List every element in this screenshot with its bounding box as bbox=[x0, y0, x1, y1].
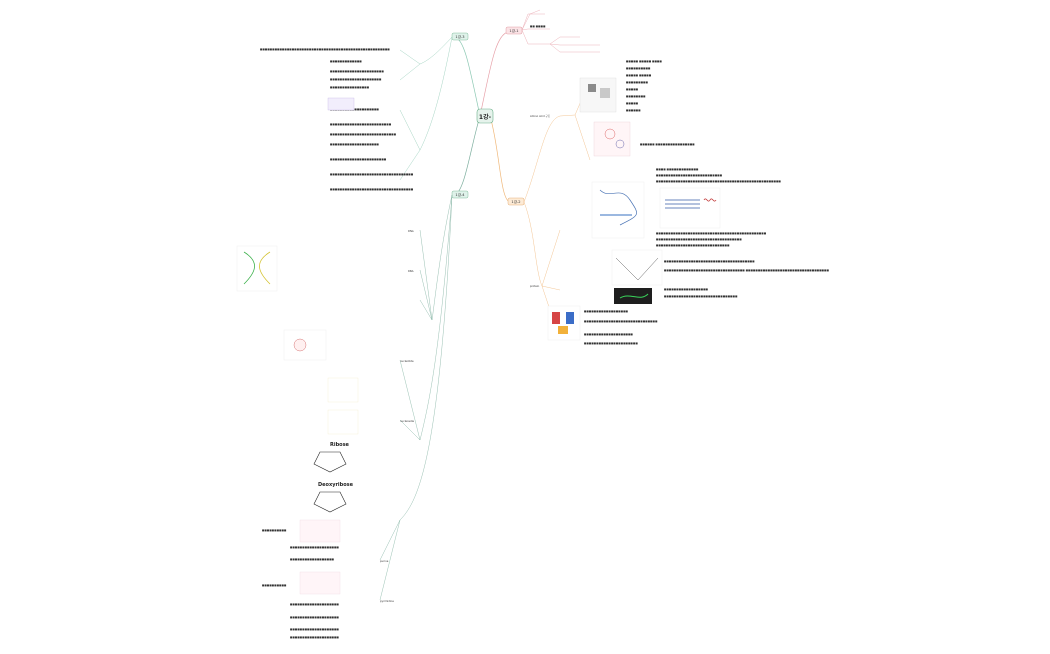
aggregate-figure bbox=[614, 288, 652, 304]
svg-text:■■■■■■■■■■■■■■■■■■■■■■■■■■■: ■■■■■■■■■■■■■■■■■■■■■■■■■■■ bbox=[656, 174, 723, 177]
ribose-figure: Ribose bbox=[313, 442, 350, 473]
branch-3-label: 1강-3 bbox=[455, 34, 464, 39]
svg-text:■■■■■■■■■■■■■■■■■■■■: ■■■■■■■■■■■■■■■■■■■■ bbox=[584, 333, 634, 336]
deoxyribose-figure: Deoxyribose bbox=[313, 482, 354, 513]
folding-list: ■■■■■■■■■■■■■■■■■■■■■■■■■■■■■■■■■■■■■ ■■… bbox=[664, 260, 830, 298]
svg-text:■■■■■■■■■■■■■■■■■■■■: ■■■■■■■■■■■■■■■■■■■■ bbox=[290, 546, 340, 549]
svg-text:■■■■■ ■■■■■: ■■■■■ ■■■■■ bbox=[626, 74, 652, 77]
central-node[interactable]: 1강- bbox=[476, 108, 494, 124]
deoxyribose-title: Deoxyribose bbox=[318, 482, 354, 488]
top-left-note-box bbox=[327, 97, 355, 111]
svg-text:■■■■■■■■■■■■■■■■■■■■: ■■■■■■■■■■■■■■■■■■■■ bbox=[330, 108, 380, 111]
amino-acid-figure bbox=[579, 77, 617, 113]
left-list-bottom: ■■■■■■■■■■ ■■■■■■■■■■ ■■■■■■■■■■■■■■■■■■… bbox=[262, 529, 340, 639]
svg-text:■■■■■■■■■■■■■■■■■■■■■■■■■■■■■■: ■■■■■■■■■■■■■■■■■■■■■■■■■■■■■■■■■■■■■■■■… bbox=[656, 232, 767, 235]
svg-text:■■■■■■■■■■■■■■■■■■■■: ■■■■■■■■■■■■■■■■■■■■ bbox=[290, 603, 340, 606]
pyrimidine-figure bbox=[299, 571, 341, 595]
branch-2[interactable]: 1강-2 bbox=[507, 197, 525, 206]
amino-list: ■■■■■ ■■■■■ ■■■■ ■■■■■■■■■■ ■■■■■ ■■■■■ … bbox=[626, 60, 695, 146]
svg-text:■■■■■■■■■■■■■■■■■■■■■■: ■■■■■■■■■■■■■■■■■■■■■■ bbox=[330, 70, 384, 73]
svg-text:■■■■■■■■■■■■■■■■■■■■: ■■■■■■■■■■■■■■■■■■■■ bbox=[330, 143, 380, 146]
svg-text:■■■■■■■■■■■■■■■■■■■■: ■■■■■■■■■■■■■■■■■■■■ bbox=[290, 628, 340, 631]
svg-text:■■■■■■■■■■■■■■■■■■■■■■: ■■■■■■■■■■■■■■■■■■■■■■ bbox=[584, 342, 638, 345]
helix-sheet-figure bbox=[659, 187, 721, 229]
nucleoside-figure-1 bbox=[327, 377, 359, 403]
svg-text:■■■■■■: ■■■■■■ bbox=[626, 109, 641, 112]
svg-text:■■■■■■■■■: ■■■■■■■■■ bbox=[626, 81, 649, 84]
svg-text:■■■■■■■■■■■■■■■■■■■■■■■■■■■■■■: ■■■■■■■■■■■■■■■■■■■■■■■■■■■■■■■■■■■■■■■■… bbox=[656, 180, 782, 183]
svg-text:■■■■ ■■■■■■■■■■■■■: ■■■■ ■■■■■■■■■■■■■ bbox=[656, 168, 699, 171]
svg-text:■■■■■■■■■■: ■■■■■■■■■■ bbox=[262, 584, 287, 587]
ribose-title: Ribose bbox=[330, 442, 350, 448]
purine-figure bbox=[299, 519, 341, 543]
svg-text:■■■■■■■■■■■■■■■■■■: ■■■■■■■■■■■■■■■■■■ bbox=[664, 288, 709, 291]
svg-text:■■■■■■■■■■■■■■■■■■: ■■■■■■■■■■■■■■■■■■ bbox=[584, 310, 629, 313]
svg-text:■■■■■■■■■■■■■■■■■■■■■■■■■■■■■■: ■■■■■■■■■■■■■■■■■■■■■■■■■■■■■■■■■■ bbox=[330, 173, 414, 176]
pyrimidine-label: pyrimidine bbox=[380, 599, 394, 603]
svg-text:■■■■■■■■■■■■■■■■■■■■■: ■■■■■■■■■■■■■■■■■■■■■ bbox=[330, 78, 382, 81]
branch-3[interactable]: 1강-3 bbox=[451, 32, 469, 41]
svg-text:■■■■■■■■■■■■■■■■■■■■■■■■■■■■■■: ■■■■■■■■■■■■■■■■■■■■■■■■■■■■■■■■■ ■■■■■■… bbox=[664, 269, 830, 272]
svg-text:■■■■■■■■■■■■■■■■: ■■■■■■■■■■■■■■■■ bbox=[330, 86, 370, 89]
svg-text:■■■■■■■■: ■■■■■■■■ bbox=[626, 95, 646, 98]
svg-text:■■■■■■■■■■■■■■■■■■■■■■■■■■■■■■: ■■■■■■■■■■■■■■■■■■■■■■■■■■■■■■ bbox=[584, 320, 658, 323]
svg-text:■■■■■■■■■■■■■■■■■■■■■■■■■■■■■■: ■■■■■■■■■■■■■■■■■■■■■■■■■■■■■■■■■■■ bbox=[656, 238, 742, 241]
amino-acid-structure-fig-2 bbox=[593, 121, 631, 157]
svg-text:■■■■■■■■■■■■■■■■■■■■■■■■■■■■■■: ■■■■■■■■■■■■■■■■■■■■■■■■■■■■■■■■■■ bbox=[330, 188, 414, 191]
top-left-list: ■■■■■■■■■■■■■■■■■■■■■■■■■■■■■■■■■■■■■■■■… bbox=[260, 48, 414, 191]
branch-4[interactable]: 1강-4 bbox=[451, 190, 469, 199]
dna-figure bbox=[236, 245, 278, 292]
svg-text:■■■■■■■■■■■■■■■■■■■■■■■: ■■■■■■■■■■■■■■■■■■■■■■■ bbox=[330, 158, 387, 161]
svg-text:■■■■■■■■■■■■■■■■■■■■■■■■■: ■■■■■■■■■■■■■■■■■■■■■■■■■ bbox=[330, 123, 392, 126]
svg-text:■■■■■■■■■■: ■■■■■■■■■■ bbox=[262, 529, 287, 532]
svg-text:■■■■■■■■■■■■■■■■■■: ■■■■■■■■■■■■■■■■■■ bbox=[290, 558, 335, 561]
purine-label: purine bbox=[380, 559, 389, 563]
secondary-structure-figure bbox=[591, 181, 645, 239]
nucleoside-figure-2 bbox=[327, 409, 359, 435]
svg-text:■■■■■■■■■■■■■■■■■■■■■■■■■■■: ■■■■■■■■■■■■■■■■■■■■■■■■■■■ bbox=[330, 133, 397, 136]
svg-text:■■■■■■■■■■■■■■■■■■■■: ■■■■■■■■■■■■■■■■■■■■ bbox=[290, 636, 340, 639]
folding-figure bbox=[611, 249, 663, 286]
protein-label: protein bbox=[530, 284, 540, 288]
protein-interaction-list: ■■■■■■■■■■■■■■■■■■ ■■■■■■■■■■■■■■■■■■■■■… bbox=[584, 310, 658, 345]
central-label: 1강- bbox=[479, 113, 492, 121]
protein-list: ■■■■ ■■■■■■■■■■■■■ ■■■■■■■■■■■■■■■■■■■■■… bbox=[656, 168, 782, 247]
nucleoside-label: nucleoside bbox=[400, 419, 414, 423]
svg-text:■■■■■■■■■■■■■■■■■■■■■■■■■■■■■■: ■■■■■■■■■■■■■■■■■■■■■■■■■■■■■■■■■■■■■■■■… bbox=[260, 48, 390, 51]
protein-interaction-figure bbox=[547, 305, 581, 341]
svg-text:■■■■■■■■■■■■■■■■■■■■■■■■■■■■■■: ■■■■■■■■■■■■■■■■■■■■■■■■■■■■■■ bbox=[664, 295, 738, 298]
svg-text:■■■■■ ■■■■■ ■■■■: ■■■■■ ■■■■■ ■■■■ bbox=[626, 60, 663, 63]
svg-text:■■■■■: ■■■■■ bbox=[626, 88, 639, 91]
svg-text:■■■■■■■■■■■■■■■■■■■■: ■■■■■■■■■■■■■■■■■■■■ bbox=[290, 616, 340, 619]
branch-1-label: 1강-1 bbox=[509, 28, 518, 33]
nucleotide-label: nucleotide bbox=[400, 359, 414, 363]
svg-text:■■■■■■■■■■: ■■■■■■■■■■ bbox=[626, 67, 651, 70]
nucleotide-figure bbox=[283, 329, 327, 361]
right-note-1: ■■ ■■■■ bbox=[530, 25, 546, 28]
branch-2-label: 1강-2 bbox=[511, 199, 520, 204]
dna-label: DNA bbox=[408, 229, 414, 233]
amino-acid-label: Amino Acid 구조 bbox=[530, 114, 551, 118]
svg-text:■■■■■■■■■■■■■■■■■■■■■■■■■■■■■■: ■■■■■■■■■■■■■■■■■■■■■■■■■■■■■■ bbox=[656, 244, 730, 247]
svg-text:■■■■■■■■■■■■■: ■■■■■■■■■■■■■ bbox=[330, 60, 362, 63]
svg-text:■■■■■■ ■■■■■■■■■■■■■■■■: ■■■■■■ ■■■■■■■■■■■■■■■■ bbox=[640, 143, 695, 146]
branch-4-label: 1강-4 bbox=[455, 192, 465, 197]
svg-text:■■■■■: ■■■■■ bbox=[626, 102, 639, 105]
branch-1[interactable]: 1강-1 bbox=[505, 26, 523, 35]
svg-text:■■■■■■■■■■■■■■■■■■■■■■■■■■■■■■: ■■■■■■■■■■■■■■■■■■■■■■■■■■■■■■■■■■■■■ bbox=[664, 260, 755, 263]
rna-label: RNA bbox=[408, 269, 414, 273]
